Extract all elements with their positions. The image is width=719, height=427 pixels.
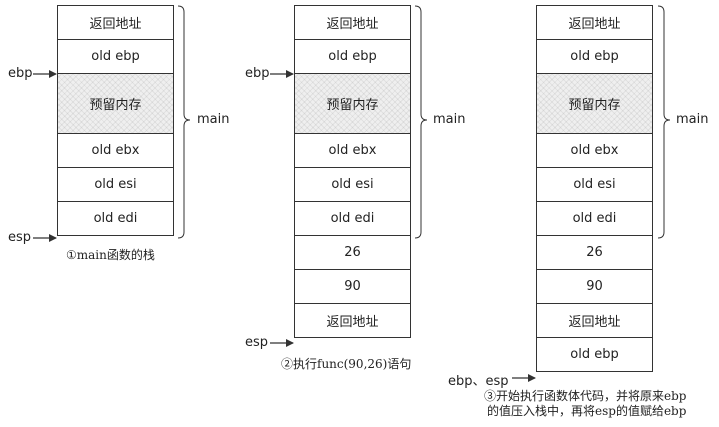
caption-func-call: ②执行func(90,26)语句	[281, 357, 412, 371]
stack-cell-old-ebp-new: old ebp	[536, 338, 653, 372]
stack-cell-return-address: 返回地址	[294, 6, 411, 40]
stack-cell-return-address-new: 返回地址	[294, 304, 411, 338]
stack-cell-old-ebx: old ebx	[294, 134, 411, 168]
stack-cell-reserved-memory: 预留内存	[57, 74, 174, 134]
stack-cell-reserved-memory: 预留内存	[294, 74, 411, 134]
ebp-pointer-label: ebp	[8, 66, 33, 81]
esp-pointer-label: esp	[245, 335, 269, 350]
stack-cell-old-edi: old edi	[536, 202, 653, 236]
main-brace	[657, 5, 671, 239]
stack-cell-old-edi: old edi	[57, 202, 174, 236]
caption-main-stack: ①main函数的栈	[66, 248, 155, 262]
stack-cell-old-ebp: old ebp	[294, 40, 411, 74]
stack-cell-old-esi: old esi	[57, 168, 174, 202]
ebp-pointer-label: ebp	[245, 66, 270, 81]
brace-label-main: main	[433, 112, 466, 127]
stack-cell-old-edi: old edi	[294, 202, 411, 236]
stack-cell-old-ebp: old ebp	[57, 40, 174, 74]
ebp-esp-pointer-label: ebp、esp	[448, 374, 509, 389]
brace-label-main: main	[676, 112, 709, 127]
stack-cell-return-address: 返回地址	[57, 6, 174, 40]
stack-cell-old-ebx: old ebx	[57, 134, 174, 168]
main-brace	[177, 5, 191, 239]
stack-func-call: 返回地址 old ebp 预留内存 old ebx old esi old ed…	[294, 5, 411, 338]
stack-cell-return-address: 返回地址	[536, 6, 653, 40]
stack-cell-old-esi: old esi	[294, 168, 411, 202]
stack-cell-reserved-memory: 预留内存	[536, 74, 653, 134]
brace-label-main: main	[197, 112, 230, 127]
stack-cell-old-ebx: old ebx	[536, 134, 653, 168]
stack-cell-return-address-new: 返回地址	[536, 304, 653, 338]
stack-cell-arg-90: 90	[294, 270, 411, 304]
stack-main: 返回地址 old ebp 预留内存 old ebx old esi old ed…	[57, 5, 174, 236]
main-brace	[414, 5, 428, 239]
stack-cell-arg-26: 26	[536, 236, 653, 270]
stack-cell-arg-26: 26	[294, 236, 411, 270]
caption-func-body-line1: ③开始执行函数体代码，并将原来ebp	[484, 389, 687, 403]
esp-pointer-label: esp	[8, 230, 32, 245]
stack-cell-old-esi: old esi	[536, 168, 653, 202]
stack-func-body: 返回地址 old ebp 预留内存 old ebx old esi old ed…	[536, 5, 653, 372]
stack-cell-old-ebp: old ebp	[536, 40, 653, 74]
caption-func-body-line2: 的值压入栈中，再将esp的值赋给ebp	[487, 404, 687, 418]
stack-cell-arg-90: 90	[536, 270, 653, 304]
